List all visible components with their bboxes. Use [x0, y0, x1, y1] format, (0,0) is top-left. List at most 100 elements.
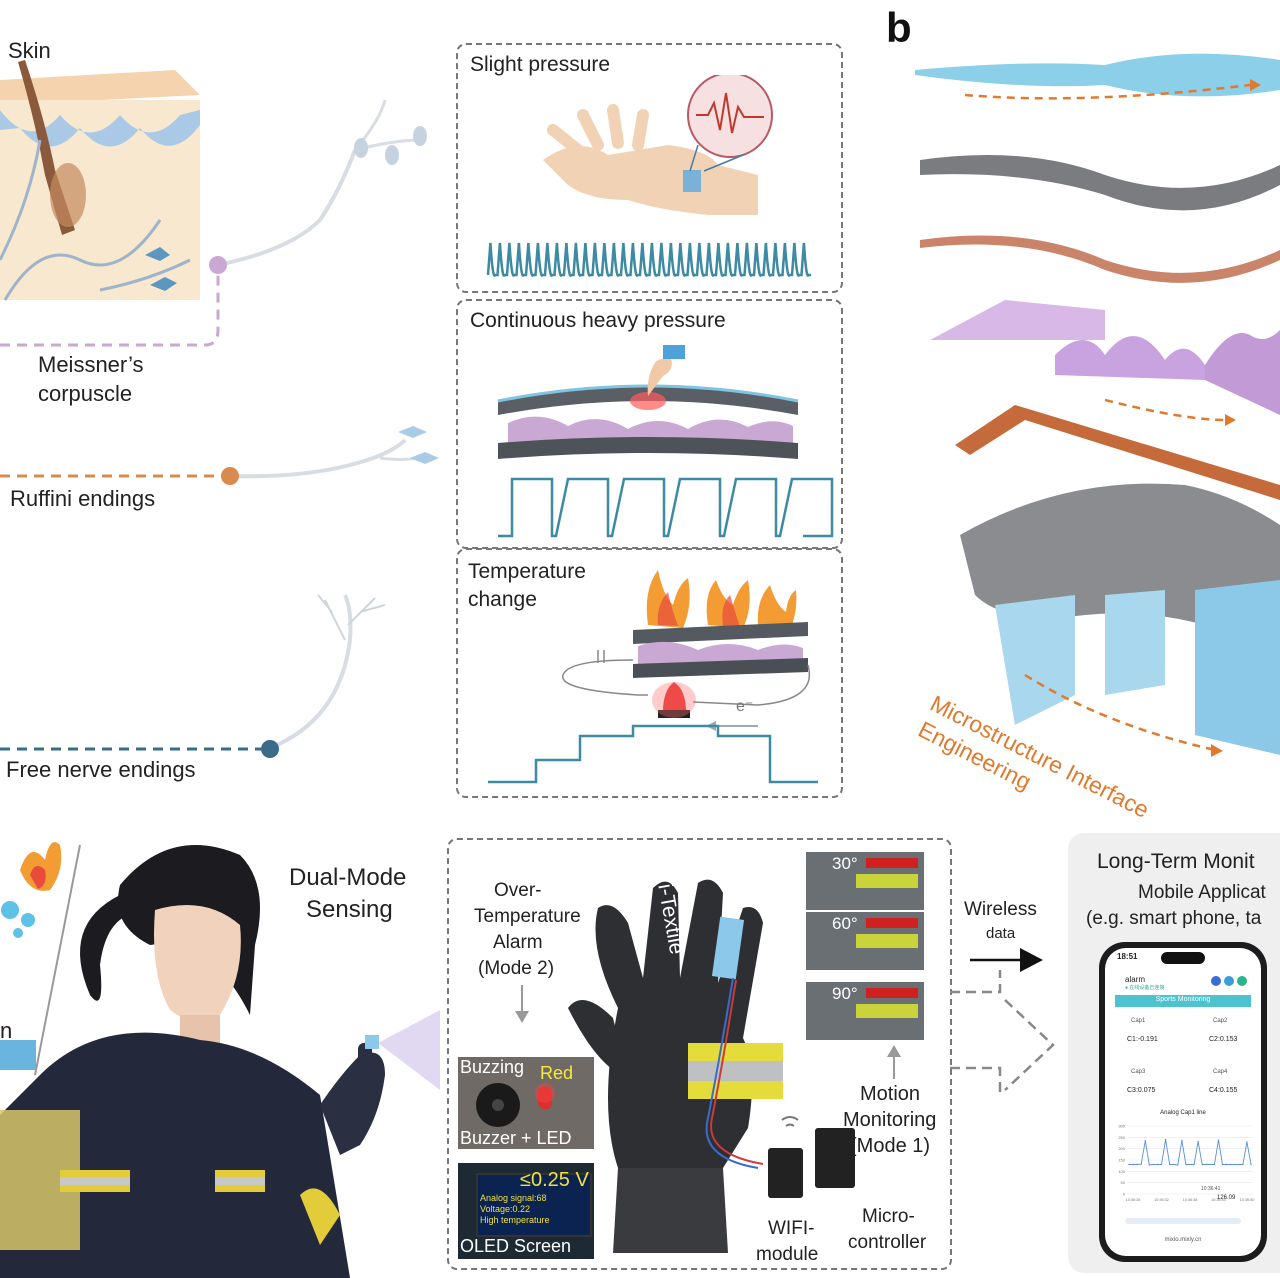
url-bar[interactable]: mixio.mixly.cn [1164, 1237, 1202, 1243]
water-icon [1, 901, 35, 938]
cap1-point [1164, 1138, 1167, 1141]
phone-frame: 18:51 alarm ● 在线设备已连接 Sports Monitoring … [1099, 942, 1267, 1262]
cap1-point [1230, 1163, 1232, 1166]
banner-label: Sports Monitoring [1155, 996, 1211, 1003]
glove-system-box [447, 838, 952, 1270]
tooltip-time: 10:36:41 [1201, 1186, 1221, 1192]
cap1-series-line [1129, 1139, 1252, 1166]
buzzing-label: Buzzing [460, 1057, 525, 1077]
meissner-label-1: Meissner’s [38, 352, 144, 377]
dual-mode-label-1: Dual-Mode [289, 864, 407, 891]
micro-line-2: controller [848, 1232, 927, 1253]
y-tick-label: 300 [1118, 1124, 1125, 1129]
free-node [261, 740, 279, 758]
cap1-label: Cap1 [1131, 1018, 1146, 1024]
angle-30-label: 30° [832, 854, 858, 873]
cap1-point [1221, 1163, 1224, 1166]
cap1-point [1242, 1163, 1244, 1166]
glove-hand [320, 1052, 385, 1155]
long-term-title: Long-Term Monit [1097, 850, 1255, 873]
cap1-point [1148, 1164, 1150, 1166]
cut-off-label: n [0, 1018, 13, 1043]
cap1-point [1160, 1163, 1163, 1166]
buzzer-photo: Buzzing Red Buzzer + LED [458, 1057, 594, 1149]
cap1-point [1189, 1163, 1191, 1166]
y-tick-label: 200 [1118, 1146, 1125, 1151]
meissner-label-2: corpuscle [38, 381, 133, 406]
x-tick-label: 10:36:38 [1183, 1198, 1198, 1202]
cap1-point [1173, 1163, 1175, 1166]
layer-stack-illustration [915, 53, 1280, 757]
wifi-line-2: module [756, 1244, 819, 1265]
temperature-label-2: change [468, 588, 537, 611]
over-temp-line-1: Over- [494, 880, 542, 901]
x-tick-label: 10:36:44 [1211, 1198, 1226, 1202]
x-tick-label: 10:36:26 [1126, 1198, 1141, 1202]
sensor-patch [683, 170, 701, 192]
cap1-point [1156, 1163, 1159, 1166]
y-tick-label: 250 [1118, 1135, 1125, 1140]
cap4-label: Cap4 [1213, 1069, 1228, 1075]
share-button[interactable] [1237, 976, 1247, 986]
skin-label: Skin [8, 38, 51, 63]
meissner-node [209, 256, 227, 274]
dual-mode-label-2: Sensing [306, 896, 393, 923]
free-nerve-label: Free nerve endings [6, 757, 196, 782]
long-term-subtitle: Mobile Applicat [1138, 882, 1266, 903]
y-tick-label: 100 [1118, 1169, 1125, 1174]
layer-gray [920, 155, 1280, 211]
motion-line-2: Monitoring [843, 1109, 937, 1131]
motion-photo-90: 90° [806, 982, 924, 1040]
hand-shape [543, 145, 758, 215]
cap1-value: C1:-0.191 [1127, 1036, 1158, 1043]
heavy-pressure-box: Continuous heavy pressure [456, 299, 843, 549]
wireless-label-1: Wireless [964, 899, 1037, 920]
panel-b-label: b [886, 4, 912, 51]
chart-zoom-slider[interactable] [1125, 1218, 1241, 1224]
cap1-point [1193, 1163, 1195, 1166]
wifi-icon [781, 1116, 799, 1127]
buzzer-led-label: Buzzer + LED [460, 1128, 572, 1148]
app-title[interactable]: alarm [1125, 975, 1146, 984]
long-term-examples: (e.g. smart phone, ta [1086, 908, 1262, 929]
cap1-point [1201, 1163, 1203, 1166]
cap1-point [1128, 1163, 1130, 1166]
cap1-point [1152, 1163, 1155, 1166]
cap1-point [1197, 1140, 1199, 1143]
finger [647, 356, 672, 396]
chart-title: Analog Cap1 line [1160, 1110, 1206, 1116]
alarm-light-icon [663, 682, 686, 712]
wireless-label-2: data [986, 925, 1016, 942]
cap1-point [1144, 1140, 1146, 1142]
cap3-label: Cap3 [1131, 1069, 1146, 1075]
angle-90-label: 90° [832, 984, 858, 1003]
y-tick-label: 150 [1118, 1158, 1125, 1163]
cap1-point [1181, 1139, 1183, 1142]
slight-pressure-label: Slight pressure [470, 53, 611, 76]
cap1-point [1238, 1163, 1240, 1166]
angle-60-label: 60° [832, 914, 858, 933]
ruffini-label: Ruffini endings [10, 486, 156, 511]
y-tick-label: 0 [1123, 1192, 1126, 1197]
layer-copper [920, 235, 1280, 283]
wireless-arrow-icon [1020, 948, 1043, 972]
cap1-point [1209, 1163, 1211, 1166]
settings-button[interactable] [1224, 976, 1234, 986]
add-button[interactable] [1211, 976, 1221, 986]
skin-illustration [0, 60, 439, 758]
up-arrow-icon [887, 1045, 901, 1079]
micro-line-1: Micro- [862, 1206, 915, 1227]
temperature-box: Temperature change e⁻ [456, 548, 843, 798]
motion-line-1: Motion [860, 1083, 921, 1105]
face [154, 905, 241, 1022]
over-temp-line-3: Alarm [493, 932, 543, 953]
app-subtitle: ● 在线设备已连接 [1125, 985, 1165, 991]
motion-line-3: (Mode 1) [850, 1135, 931, 1157]
heavy-pressure-illustration [497, 345, 834, 538]
ruffini-node [221, 467, 239, 485]
cap1-point [1177, 1164, 1179, 1166]
cap1-point [1246, 1141, 1248, 1143]
x-tick-label: 10:36:50 [1240, 1198, 1255, 1202]
sports-banner: Sports Monitoring [1115, 995, 1251, 1007]
cap1-point [1205, 1163, 1207, 1166]
